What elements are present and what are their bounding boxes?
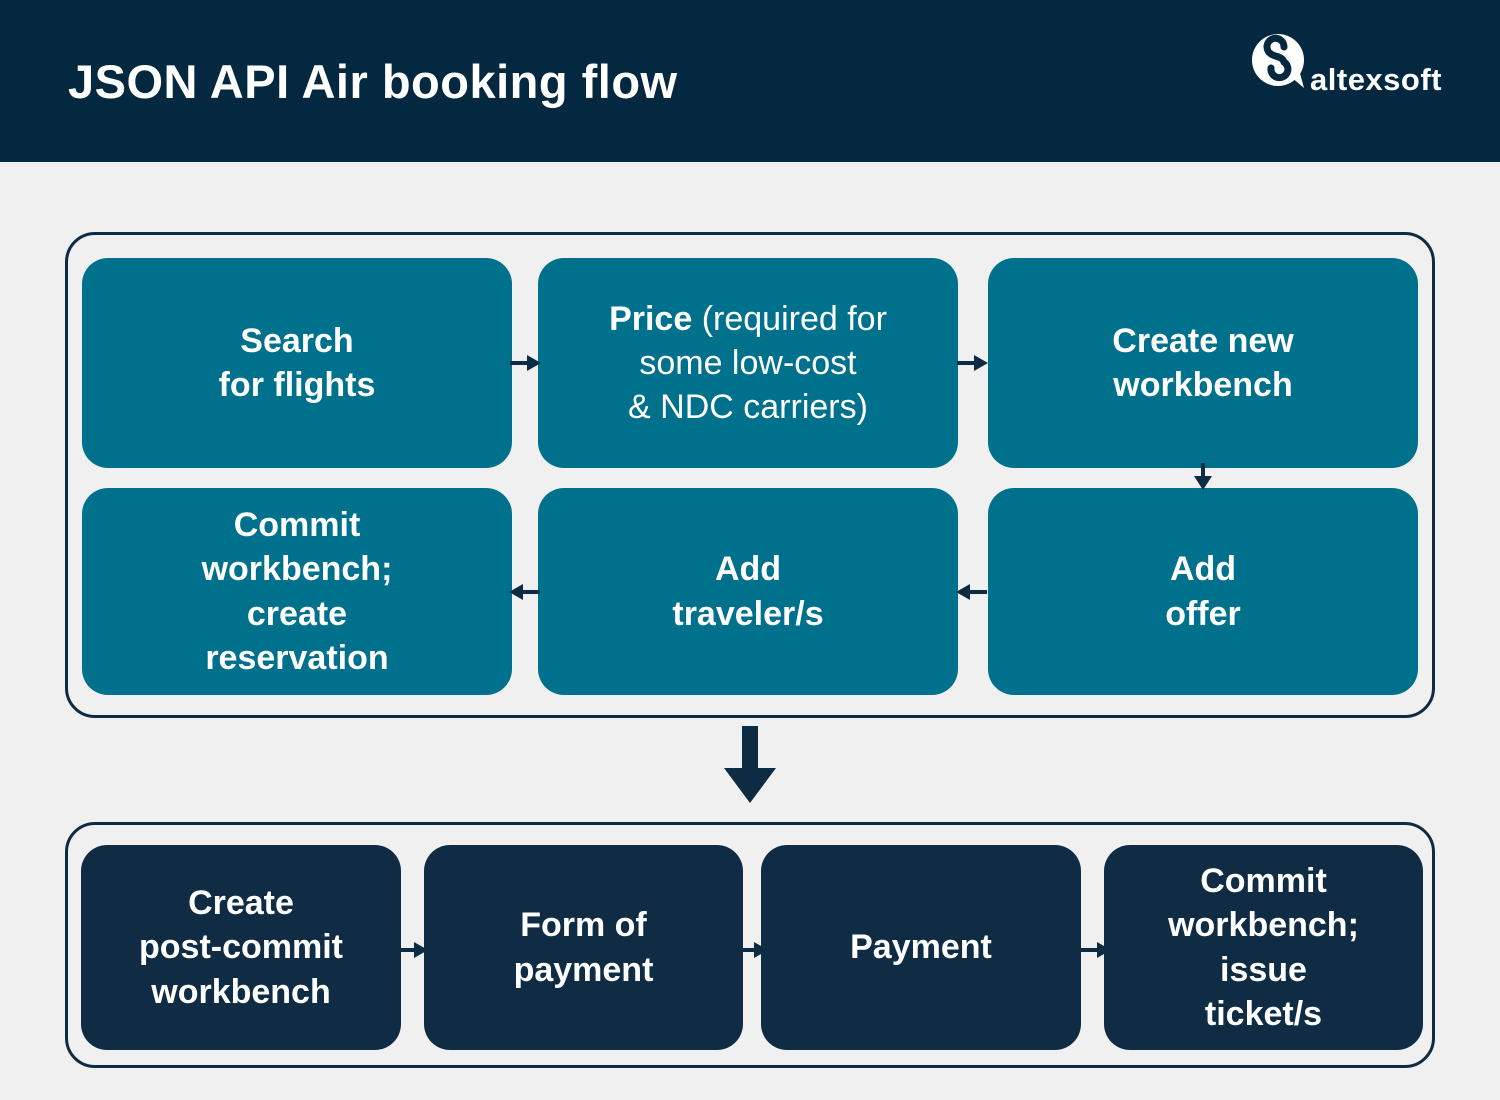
- flow-step-label: Add traveler/s: [672, 550, 824, 633]
- flow-step-search-flights: Search for flights: [82, 258, 512, 468]
- arrow-right-icon: [957, 355, 988, 371]
- flow-step-add-offer: Add offer: [988, 488, 1418, 695]
- header-bar: JSON API Air booking flow altexsoft: [0, 0, 1500, 162]
- arrow-right-icon: [397, 942, 428, 958]
- arrow-left-icon: [509, 584, 540, 600]
- post-booking-stage-panel: [65, 822, 1435, 1068]
- flow-step-label: Search for flights: [218, 321, 376, 404]
- arrow-right-icon: [737, 942, 768, 958]
- booking-stage-panel: [65, 232, 1435, 718]
- flow-step-label: Create post-commit workbench: [139, 884, 343, 1011]
- flow-step-price: Price (required for some low-cost & NDC …: [538, 258, 958, 468]
- altexsoft-logo-icon: [1252, 34, 1305, 88]
- flow-step-label: Commit workbench; create reservation: [201, 506, 393, 677]
- flow-step-form-of-payment: Form of payment: [424, 845, 743, 1050]
- flow-step-add-travelers: Add traveler/s: [538, 488, 958, 695]
- arrow-right-icon: [510, 355, 541, 371]
- arrow-left-icon: [956, 584, 987, 600]
- flow-step-commit-workbench-issue-tickets: Commit workbench; issue ticket/s: [1104, 845, 1423, 1050]
- page-title: JSON API Air booking flow: [68, 54, 678, 108]
- flow-step-label: Commit workbench; issue ticket/s: [1168, 862, 1359, 1033]
- big-arrow-down-icon: [724, 726, 776, 803]
- arrow-right-icon: [1080, 942, 1111, 958]
- flow-step-label: Form of payment: [513, 906, 654, 989]
- flow-step-commit-workbench-create-reservation: Commit workbench; create reservation: [82, 488, 512, 695]
- altexsoft-logo-text: altexsoft: [1310, 62, 1442, 97]
- flow-step-label-rest: (required for some low-cost & NDC carrie…: [628, 299, 887, 427]
- flow-step-label-bold: Price: [609, 299, 693, 338]
- flow-step-payment: Payment: [761, 845, 1081, 1050]
- flow-step-label: Add offer: [1165, 550, 1241, 633]
- flow-step-create-new-workbench: Create new workbench: [988, 258, 1418, 468]
- flow-step-label: Price (required for some low-cost & NDC …: [609, 297, 887, 430]
- flow-step-create-post-commit-workbench: Create post-commit workbench: [81, 845, 401, 1050]
- flow-step-label: Create new workbench: [1112, 321, 1294, 404]
- flow-step-label: Payment: [850, 928, 992, 967]
- altexsoft-logo: altexsoft: [1252, 34, 1442, 97]
- arrow-down-icon: [1194, 463, 1212, 490]
